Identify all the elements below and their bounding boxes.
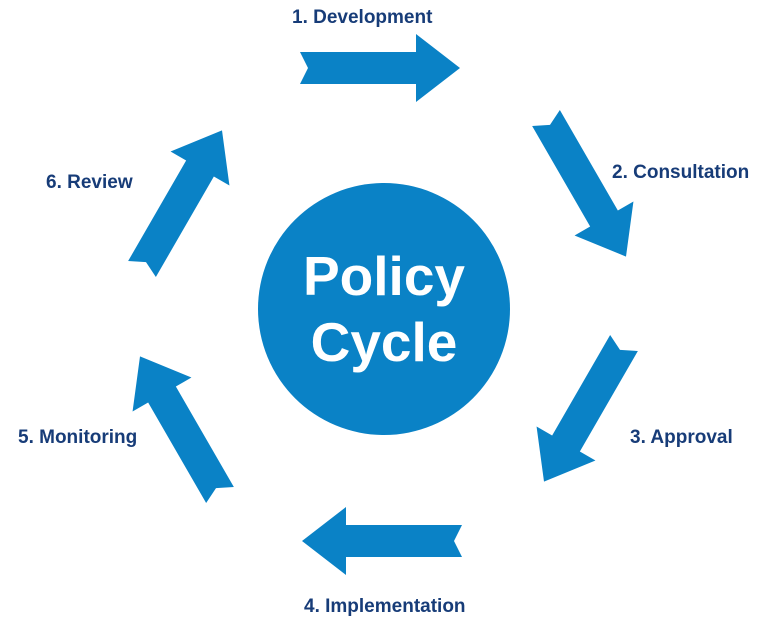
center-title-line-2: Cycle	[310, 311, 458, 373]
step-label-implementation: 4. Implementation	[304, 596, 466, 617]
center-title-line-1: Policy	[302, 245, 466, 307]
arrow-development	[300, 34, 460, 102]
step-label-approval: 3. Approval	[630, 427, 733, 448]
step-label-consultation: 2. Consultation	[612, 162, 750, 183]
step-label-monitoring: 5. Monitoring	[18, 427, 138, 448]
arrow-review	[128, 130, 230, 277]
step-label-development: 1. Development	[292, 7, 433, 28]
arrow-monitoring	[132, 356, 234, 503]
arrow-implementation	[302, 507, 462, 575]
step-label-review: 6. Review	[46, 172, 133, 193]
center-circle: Policy Cycle	[258, 183, 510, 435]
arrow-approval	[536, 335, 638, 482]
arrow-consultation	[532, 110, 634, 257]
